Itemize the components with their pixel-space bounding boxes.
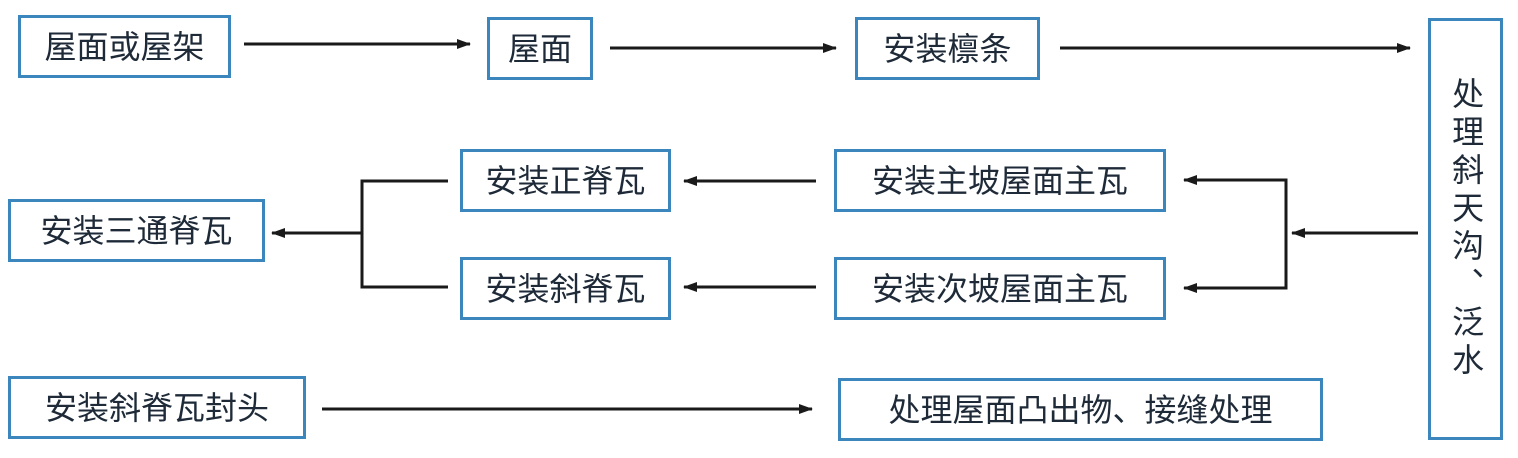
node-main-slope-tiles: 安装主坡屋面主瓦 xyxy=(834,149,1166,212)
node-valley-flashing-label: 处理斜天沟、泛水 xyxy=(1447,77,1486,381)
node-valley-flashing: 处理斜天沟、泛水 xyxy=(1428,18,1503,440)
node-three-way-ridge-tiles: 安装三通脊瓦 xyxy=(8,199,265,262)
node-hip-tiles: 安装斜脊瓦 xyxy=(460,257,671,320)
node-secondary-slope-tiles: 安装次坡屋面主瓦 xyxy=(834,257,1166,320)
node-install-purlins: 安装檩条 xyxy=(855,17,1040,80)
node-roof: 屋面 xyxy=(487,17,593,80)
node-hip-end-caps: 安装斜脊瓦封头 xyxy=(8,376,306,439)
node-roof-or-truss: 屋面或屋架 xyxy=(18,15,231,78)
node-protrusions-joints: 处理屋面凸出物、接缝处理 xyxy=(838,378,1323,441)
fork-left-ridge-hip xyxy=(360,179,448,289)
fork-right-main-secondary xyxy=(1187,178,1288,290)
node-ridge-tiles: 安装正脊瓦 xyxy=(460,149,671,212)
